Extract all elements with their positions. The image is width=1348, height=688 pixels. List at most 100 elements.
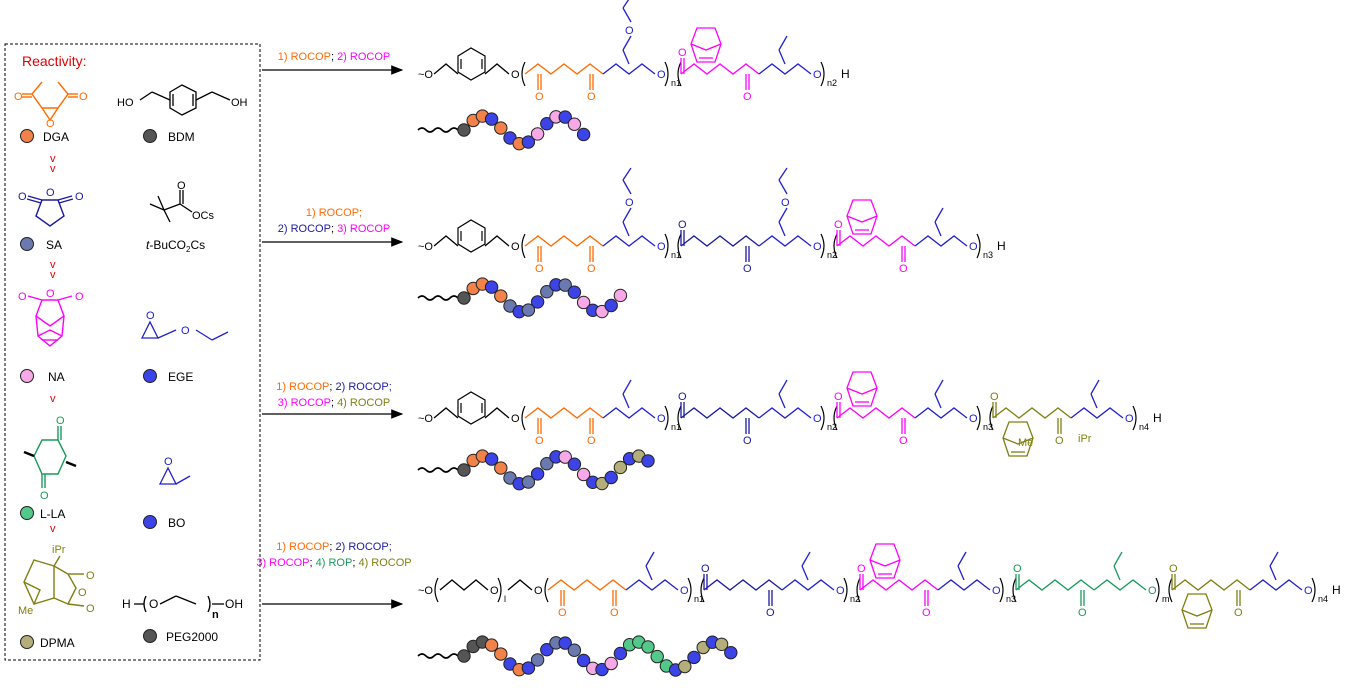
chain-start: ~O — [418, 69, 433, 81]
carbonyl-oxygen: O — [678, 47, 687, 59]
repeat-bracket-open — [544, 577, 549, 603]
carbonyl-oxygen: O — [766, 607, 775, 619]
chain-start-wave — [417, 127, 459, 133]
monomer-bead — [540, 642, 554, 657]
order-mark: v — [50, 269, 56, 281]
repeat-bracket-open — [833, 233, 838, 259]
monomer-bead — [530, 467, 545, 481]
order-mark: v — [50, 163, 56, 175]
backbone-segment — [1015, 579, 1095, 591]
ether-oxygen: O — [813, 413, 822, 425]
repeat-label: n4 — [1318, 594, 1328, 604]
peg-h: H — [122, 597, 131, 611]
carbonyl-oxygen: O — [1013, 563, 1022, 575]
condition-segment: ; — [352, 557, 358, 569]
condition-segment: 2) ROCOP — [337, 51, 390, 63]
condition-segment: 3) ROCOP — [278, 397, 331, 409]
backbone-segment — [1070, 407, 1124, 419]
repeat-bracket-open — [521, 61, 526, 87]
monomer-bead — [687, 650, 701, 665]
bicyclic-ring — [846, 199, 878, 235]
repeat-bracket-close — [1132, 405, 1137, 431]
repeat-label: n3 — [1006, 594, 1016, 604]
peg-o: O — [149, 597, 158, 611]
peg-structure — [134, 595, 224, 613]
monomer-bead — [576, 653, 591, 668]
ether-oxygen: O — [657, 241, 666, 253]
backbone-segment — [937, 579, 991, 591]
peg-label: PEG2000 — [166, 630, 218, 644]
tbuco2cs-label: t-BuCO2Cs — [146, 238, 205, 254]
reaction-condition-line: 1) ROCOP; — [306, 207, 362, 219]
svg-text:O: O — [79, 91, 88, 103]
benzene-ring — [457, 47, 486, 81]
ether-oxygen: O — [625, 197, 634, 209]
monomer-bead — [595, 476, 609, 491]
reaction-condition-line: 1) ROCOP; 2) ROCOP; — [276, 541, 392, 553]
repeat-bracket-close — [976, 405, 981, 431]
bicyclic-ring — [846, 371, 878, 407]
condition-segment: 4) ROCOP — [337, 397, 390, 409]
backbone-segment — [680, 407, 760, 419]
monomer-bead — [494, 461, 508, 475]
peg-n: n — [212, 609, 219, 621]
benzene-ring — [457, 219, 486, 253]
monomer-bead — [604, 470, 618, 485]
chain-start: ~O — [418, 241, 433, 253]
repeat-bracket-open — [521, 405, 526, 431]
monomer-bead — [457, 123, 471, 137]
monomer-bead — [613, 288, 628, 303]
monomer-bead — [641, 640, 655, 654]
monomer-bead — [650, 649, 664, 664]
monomer-bead — [558, 110, 572, 124]
monomer-bead — [714, 637, 729, 651]
backbone-segment — [1249, 579, 1303, 591]
repeat-label: n2 — [827, 422, 837, 432]
backbone-segment — [433, 235, 459, 247]
bicyclic-ring — [690, 27, 722, 63]
ege-label: EGE — [168, 370, 193, 384]
svg-text:O: O — [146, 310, 155, 322]
carbonyl-oxygen: O — [743, 91, 752, 103]
repeat-label: n1 — [671, 250, 681, 260]
svg-text:O: O — [78, 587, 87, 599]
carbonyl-oxygen: O — [558, 607, 567, 619]
carbonyl-oxygen: O — [990, 391, 999, 403]
order-mark: v — [50, 153, 56, 165]
carbonyl-oxygen: O — [535, 435, 544, 447]
carbonyl-oxygen: O — [678, 219, 687, 231]
chain-start-wave — [417, 653, 459, 659]
monomer-bead — [521, 475, 536, 489]
backbone-segment — [484, 235, 510, 247]
backbone-segment — [524, 407, 604, 419]
repeat-bracket-open — [1168, 577, 1173, 603]
repeat-label: n2 — [850, 594, 860, 604]
backbone-segment — [703, 579, 783, 591]
carbonyl-oxygen: O — [1169, 563, 1178, 575]
svg-text:O: O — [18, 291, 27, 303]
monomer-bead — [567, 285, 582, 299]
repeat-bracket-close — [976, 233, 981, 259]
svg-text:O: O — [181, 325, 190, 337]
backbone-segment — [547, 579, 627, 591]
bicyclic-ring — [869, 543, 901, 579]
backbone-segment — [524, 63, 604, 75]
backbone-segment — [680, 63, 760, 75]
monomer-bead — [641, 454, 655, 468]
backbone-segment — [1093, 579, 1147, 591]
panel-border — [4, 43, 261, 661]
svg-text:O: O — [56, 415, 65, 427]
sa-label: SA — [46, 238, 62, 252]
monomer-bead — [576, 295, 591, 310]
repeat-label: n3 — [983, 250, 993, 260]
condition-segment: 3) ROCOP — [256, 557, 309, 569]
carbonyl-oxygen: O — [743, 263, 752, 275]
repeat-label: n1 — [694, 594, 704, 604]
backbone-segment — [602, 235, 656, 247]
carbonyl-oxygen: O — [1055, 435, 1064, 447]
ether-oxygen: O — [1304, 585, 1313, 597]
monomer-bead — [494, 647, 508, 661]
backbone-segment — [781, 579, 835, 591]
